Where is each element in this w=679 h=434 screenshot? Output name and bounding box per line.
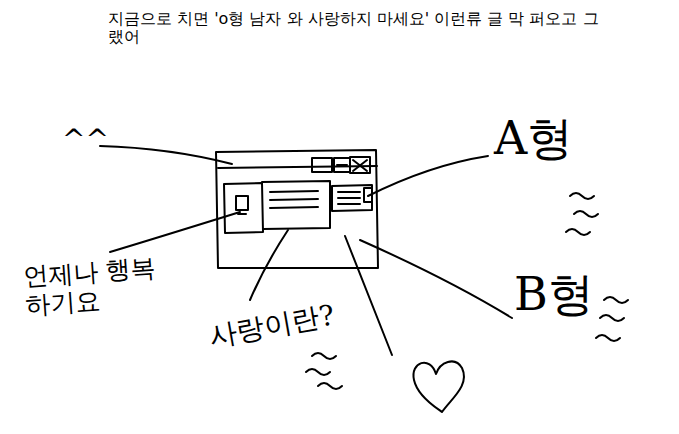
handwritten-note: 사랑이란? (206, 295, 359, 353)
blood-type-label: B형 (514, 268, 634, 321)
handwritten-note: 언제나 행복하기요 (22, 253, 176, 321)
blood-type-label: A형 (494, 112, 614, 165)
smile-mark: ^^ (62, 124, 122, 156)
heading-note: 지금으로 치면 'o형 남자 와 사랑하지 마세요' 이런류 글 막 퍼오고 그… (108, 10, 608, 47)
